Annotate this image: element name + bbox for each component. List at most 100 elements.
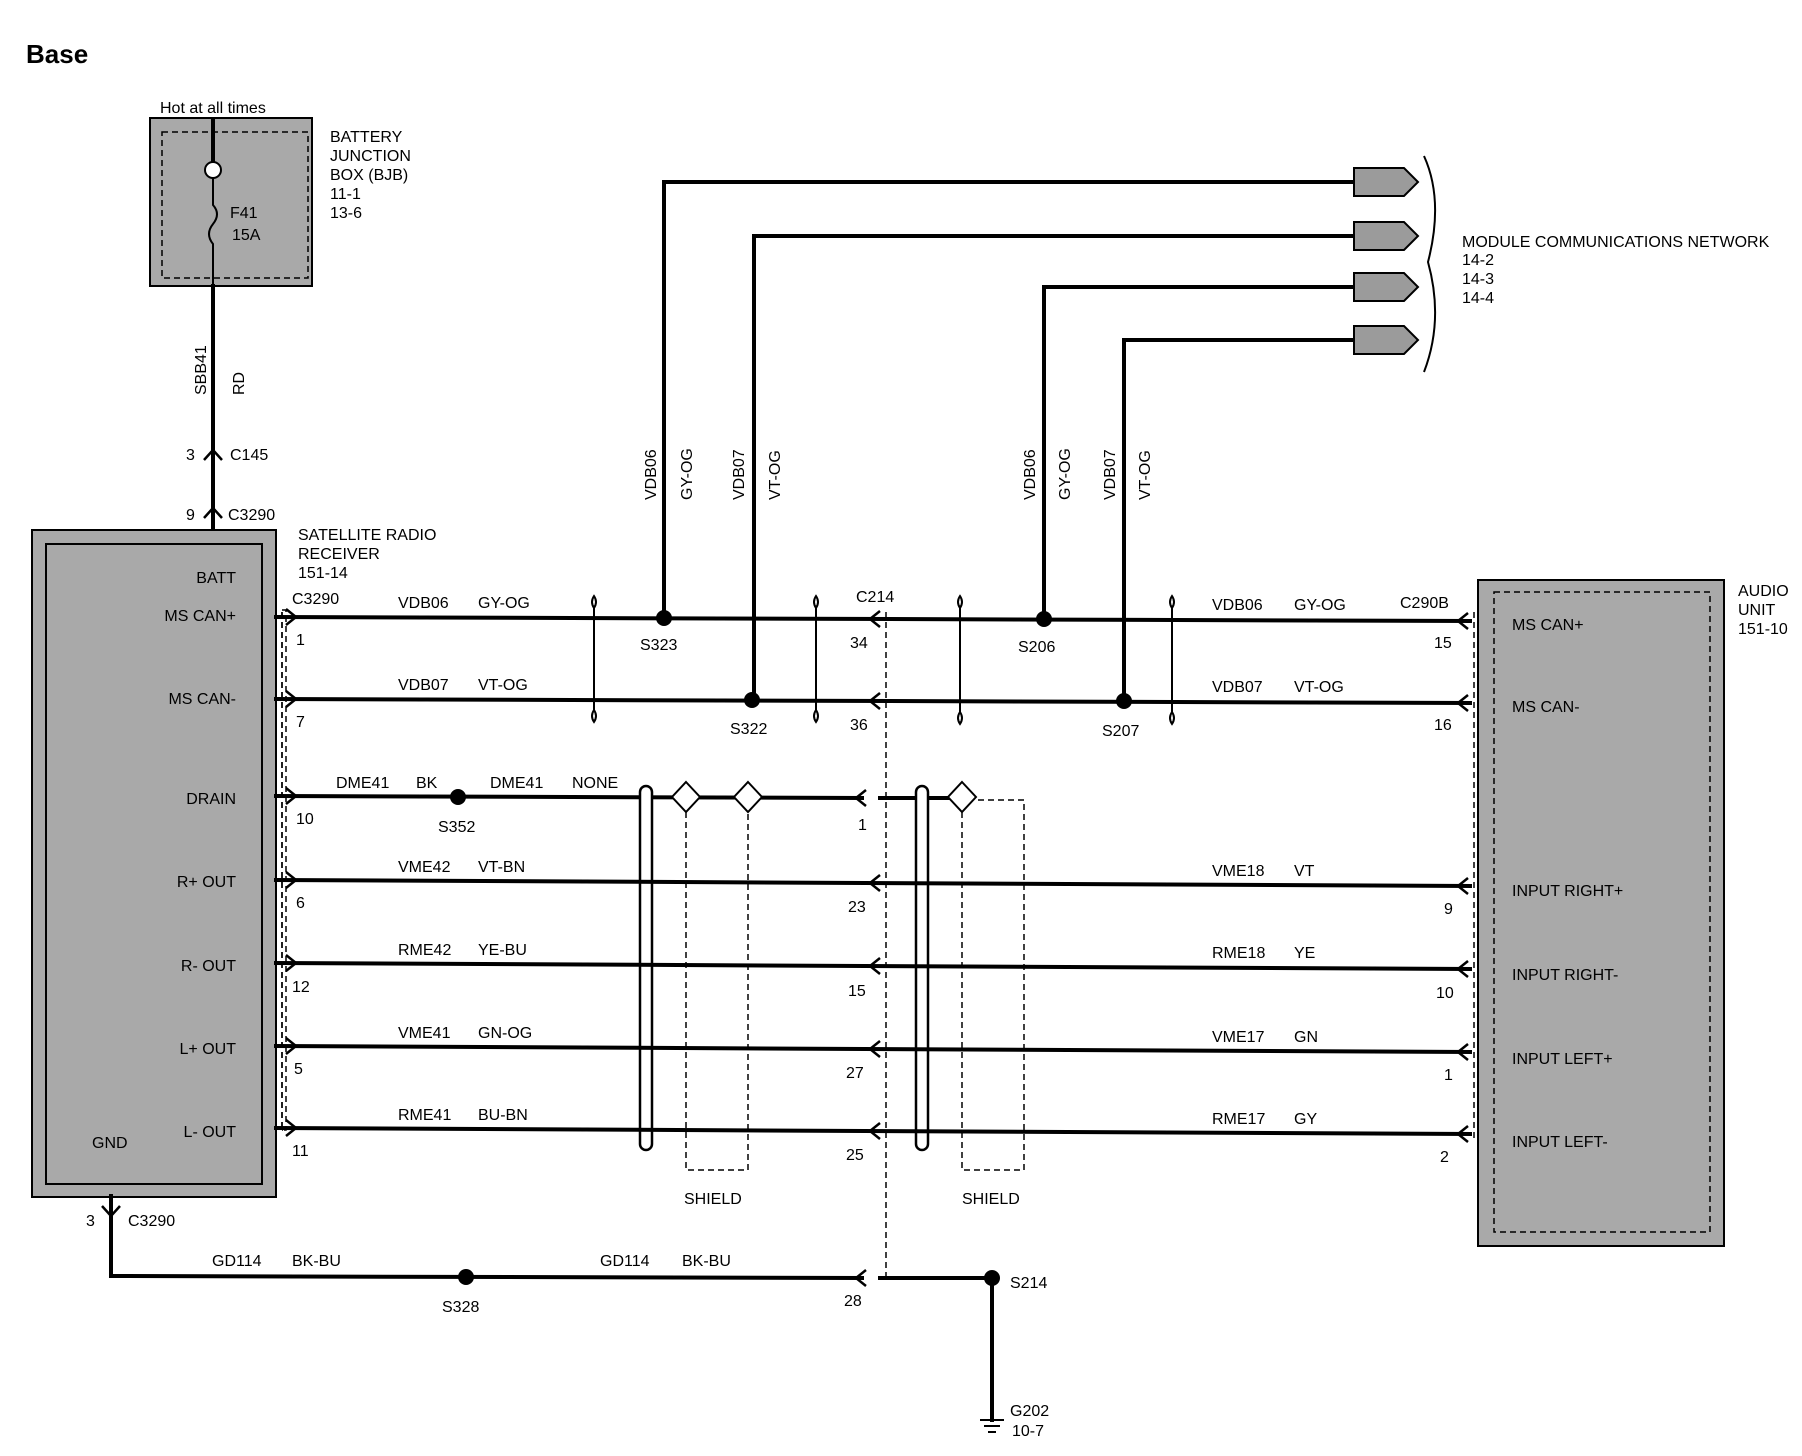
l-plus-left-connector xyxy=(285,1037,299,1055)
r-minus-left-color: YE-BU xyxy=(478,942,527,959)
r-minus-left-circuit: RME42 xyxy=(398,942,451,959)
bjb-inner-outline xyxy=(161,131,309,279)
receiver-pin-l-minus-out: L- OUT xyxy=(184,1124,237,1141)
twist-marker-4 xyxy=(1169,594,1175,726)
gnd-circuit-a: GD114 xyxy=(212,1253,262,1270)
drain-circuit-a: DME41 xyxy=(336,775,389,792)
network-brace xyxy=(1423,155,1437,373)
gnd-c214-connector xyxy=(853,1269,867,1287)
l-minus-wire xyxy=(273,1125,1473,1137)
bjb-name-line-2: JUNCTION xyxy=(330,148,411,165)
l-minus-c214-connector xyxy=(867,1122,881,1140)
splice-s323 xyxy=(656,610,672,626)
s323-riser-circuit: VDB06 xyxy=(643,449,660,500)
drain-left-pin: 10 xyxy=(296,811,314,828)
l-minus-left-color: BU-BN xyxy=(478,1107,528,1124)
l-minus-right-color: GY xyxy=(1294,1111,1317,1128)
audio-pin-input-right-plus: INPUT RIGHT+ xyxy=(1512,883,1623,900)
network-connector-4 xyxy=(1353,325,1420,355)
l-plus-c214-pin: 27 xyxy=(846,1065,864,1082)
s206-riser-circuit: VDB06 xyxy=(1022,449,1039,500)
l-plus-left-color: GN-OG xyxy=(478,1025,532,1042)
r-minus-right-connector xyxy=(1455,960,1469,978)
c145-pin: 3 xyxy=(186,447,195,464)
satellite-radio-receiver: BATT MS CAN+ MS CAN- DRAIN R+ OUT R- OUT… xyxy=(31,527,436,1198)
shield-bundle-left xyxy=(638,784,654,1152)
r-minus-wire xyxy=(273,960,1473,972)
receiver-pin-ms-can-minus: MS CAN- xyxy=(168,691,236,708)
r-plus-left-connector xyxy=(285,871,299,889)
network-name-line-3: 14-3 xyxy=(1462,271,1494,288)
audio-pin-ms-can-minus: MS CAN- xyxy=(1512,699,1580,716)
bjb-name-line-3: BOX (BJB) xyxy=(330,167,408,184)
fuse-rating: 15A xyxy=(232,227,261,244)
bjb-body xyxy=(149,117,313,287)
l-minus-left-pin: 11 xyxy=(292,1143,309,1160)
l-plus-right-pin: 1 xyxy=(1444,1067,1453,1084)
receiver-name-line-2: RECEIVER xyxy=(298,546,380,563)
r-minus-row: 12 RME42 YE-BU 15 RME18 YE 10 xyxy=(273,942,1473,1002)
receiver-name-line-3: 151-14 xyxy=(298,565,348,582)
r-plus-c214-connector xyxy=(867,874,881,892)
drain-color-a: BK xyxy=(416,775,438,792)
r-plus-right-color: VT xyxy=(1294,863,1315,880)
can-hi-c214-connector xyxy=(867,610,881,628)
can-hi-c214-pin: 34 xyxy=(850,635,868,652)
gnd-main-wire xyxy=(108,1273,865,1281)
receiver-inner-outline xyxy=(45,543,263,1185)
shield-label-left: SHIELD xyxy=(684,1191,742,1208)
audio-pin-ms-can-plus: MS CAN+ xyxy=(1512,617,1584,634)
sbb41-color: RD xyxy=(231,372,248,395)
r-plus-c214-pin: 23 xyxy=(848,899,866,916)
receiver-pin-gnd: GND xyxy=(92,1135,128,1152)
module-communications-network: MODULE COMMUNICATIONS NETWORK 14-2 14-3 … xyxy=(662,155,1770,704)
l-minus-right-circuit: RME17 xyxy=(1212,1111,1265,1128)
audio-unit-body xyxy=(1477,579,1725,1247)
c3290-batt-mark xyxy=(203,506,223,519)
network-connector-1 xyxy=(1353,167,1420,197)
r-minus-left-connector xyxy=(285,954,299,972)
audio-pin-input-right-minus: INPUT RIGHT- xyxy=(1512,967,1618,984)
shield-label-right: SHIELD xyxy=(962,1191,1020,1208)
r-plus-left-pin: 6 xyxy=(296,895,305,912)
c145-label: C145 xyxy=(230,447,268,464)
drain-c214-connector xyxy=(853,789,867,807)
bjb-name-line-1: BATTERY xyxy=(330,129,403,146)
l-plus-right-connector xyxy=(1455,1043,1469,1061)
l-plus-left-pin: 5 xyxy=(294,1061,303,1078)
drain-row: 10 DME41 BK S352 DME41 NONE 1 xyxy=(273,775,978,836)
network-name-line-1: MODULE COMMUNICATIONS NETWORK xyxy=(1462,234,1770,251)
c214-inline-connector: C214 xyxy=(856,589,894,1278)
power-feed: SBB41 RD 3 C145 9 C3290 xyxy=(186,284,275,536)
s322-riser-circuit: VDB07 xyxy=(731,449,748,500)
can-hi-right-circuit: VDB06 xyxy=(1212,597,1263,614)
can-hi-right-color: GY-OG xyxy=(1294,597,1346,614)
drain-wire xyxy=(273,793,865,801)
receiver-pin-l-plus-out: L+ OUT xyxy=(180,1041,237,1058)
r-minus-c214-connector xyxy=(867,957,881,975)
gnd-color-a: BK-BU xyxy=(292,1253,341,1270)
bjb-name-line-4: 11-1 xyxy=(330,186,361,203)
l-minus-left-connector xyxy=(285,1119,299,1137)
network-connector-2 xyxy=(1353,221,1420,251)
splice-s322 xyxy=(744,692,760,708)
can-lo-right-circuit: VDB07 xyxy=(1212,679,1263,696)
can-hi-right-connector xyxy=(1455,612,1469,630)
receiver-pin-ms-can-plus: MS CAN+ xyxy=(164,608,236,625)
ground-symbol xyxy=(980,1419,1004,1433)
audio-unit-inner-outline xyxy=(1493,591,1711,1233)
audio-pin-input-left-minus: INPUT LEFT- xyxy=(1512,1134,1608,1151)
c145-connector-mark xyxy=(203,448,223,461)
r-minus-right-pin: 10 xyxy=(1436,985,1454,1002)
receiver-pin-r-plus-out: R+ OUT xyxy=(177,874,236,891)
ground-g202-label: G202 xyxy=(1010,1403,1049,1420)
sbb41-circuit: SBB41 xyxy=(193,345,210,395)
audio-pin-input-left-plus: INPUT LEFT+ xyxy=(1512,1051,1613,1068)
splice-s352-label: S352 xyxy=(438,819,475,836)
can-lo-wire xyxy=(273,696,1473,706)
l-minus-right-pin: 2 xyxy=(1440,1149,1449,1166)
gnd-color-b: BK-BU xyxy=(682,1253,731,1270)
shield-diamond-2 xyxy=(732,780,764,814)
can-hi-right-pin: 15 xyxy=(1434,635,1452,652)
can-lo-left-pin: 7 xyxy=(296,714,305,731)
